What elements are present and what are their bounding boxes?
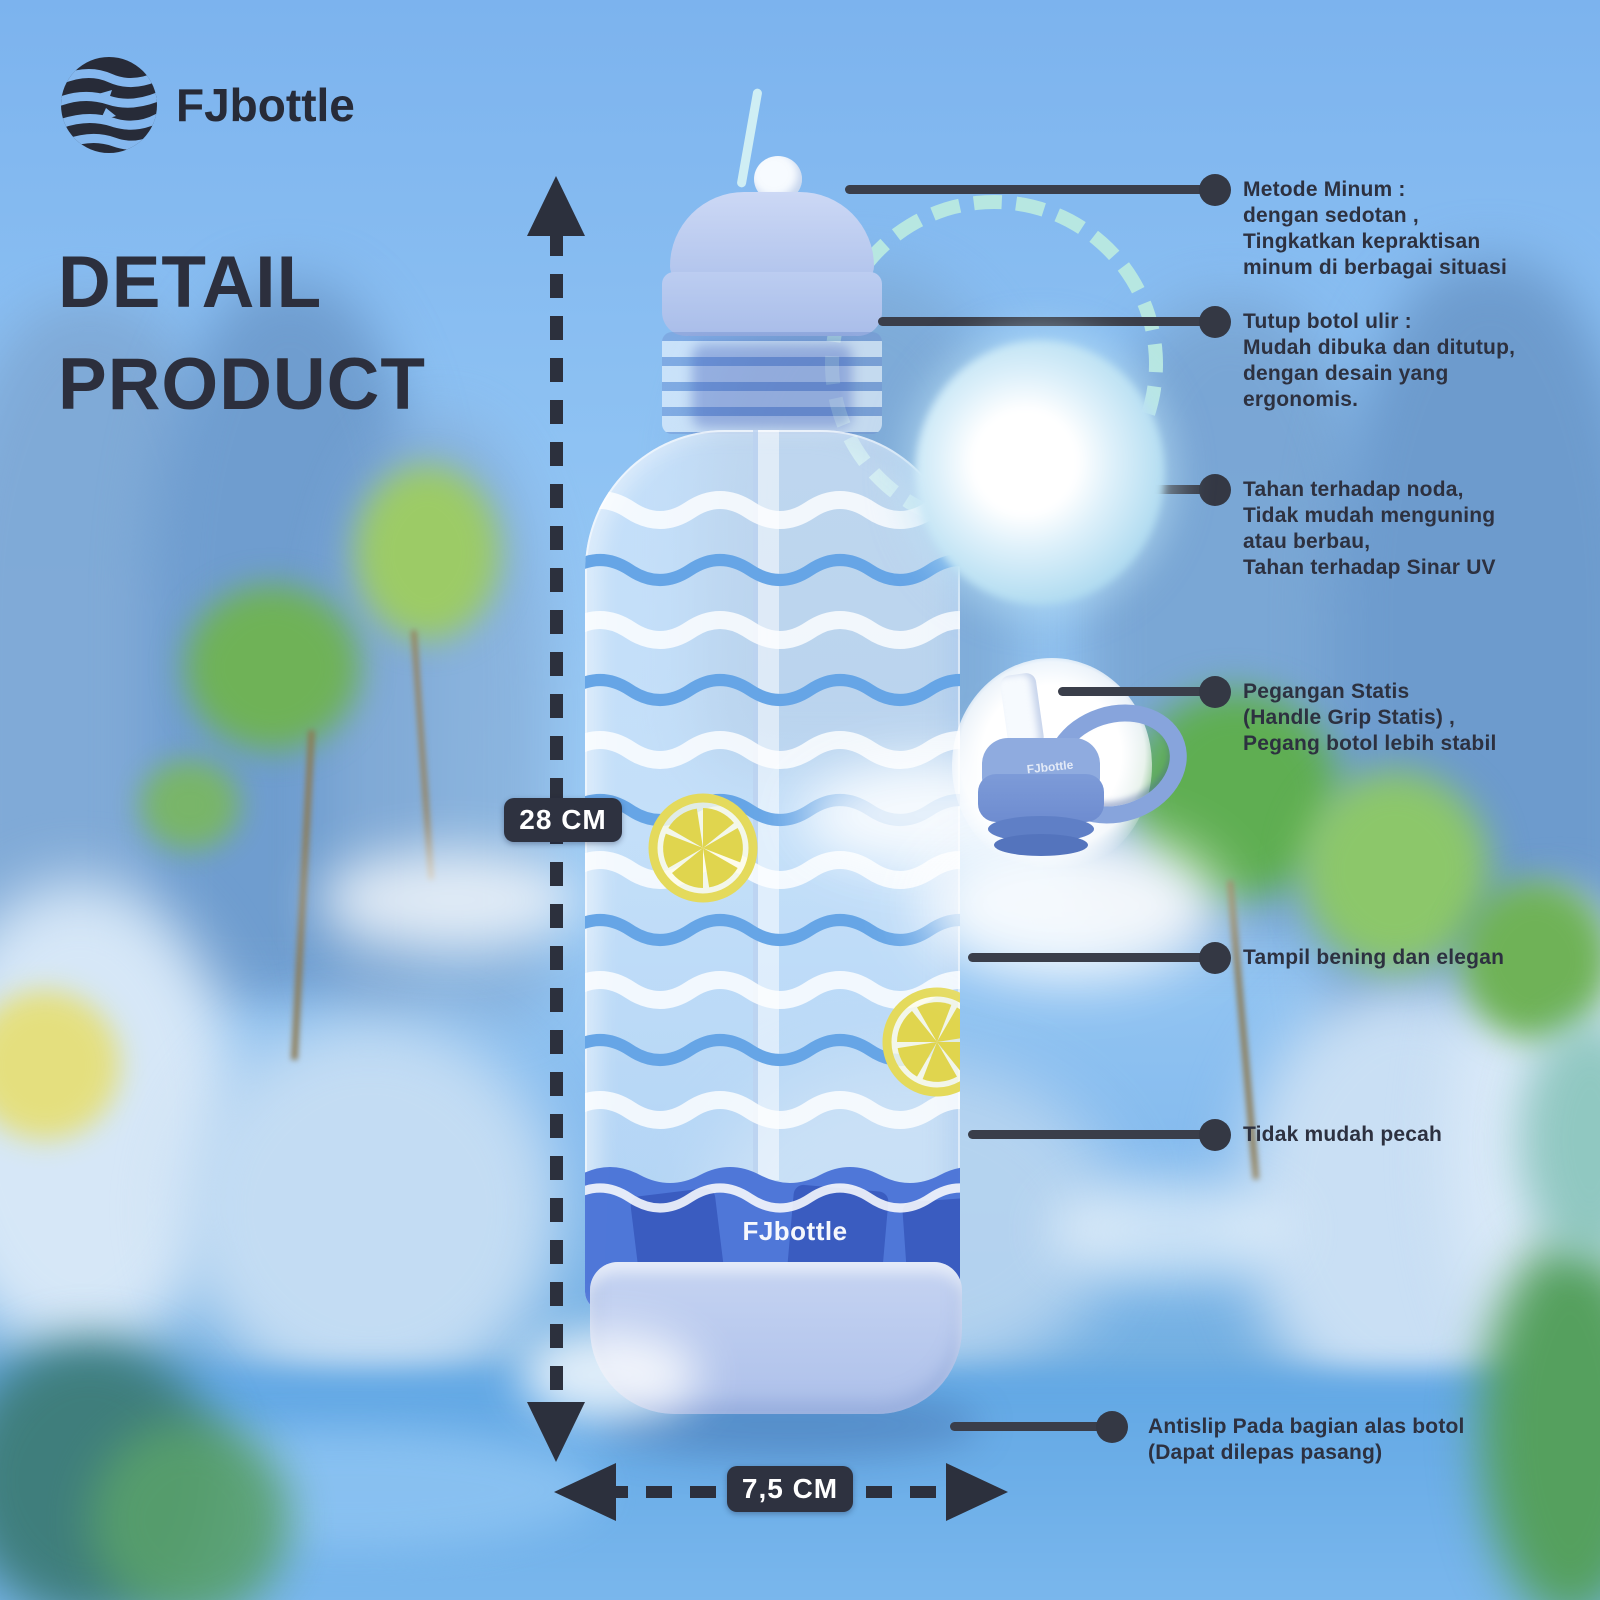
callout-text-antislip: Antislip Pada bagian alas botol (Dapat d…: [1148, 1415, 1465, 1464]
lemon-slice: [882, 987, 960, 1097]
lemon-slice: [648, 793, 758, 903]
background-tree: [355, 465, 500, 640]
callout-text-tahan-noda: Tahan terhadap noda, Tidak mudah menguni…: [1243, 478, 1496, 579]
bottle-cap-dome: [670, 192, 874, 284]
callout-text-pegangan-statis: Pegangan Statis (Handle Grip Statis) , P…: [1243, 680, 1497, 755]
callout-line: [950, 1422, 1112, 1431]
title-line-1: DETAIL: [58, 242, 323, 323]
background-tree: [1460, 880, 1600, 1040]
globe-icon: [61, 57, 157, 153]
inset-cap-body: [978, 774, 1104, 822]
background-cloud: [1050, 1180, 1290, 1280]
callout-line: [1132, 485, 1215, 494]
background-flowers: [0, 990, 120, 1140]
callout-line: [968, 1130, 1215, 1139]
brand-name: FJbottle: [176, 79, 355, 131]
callout-dot: [1199, 474, 1231, 506]
inset-cap-thread: [994, 834, 1088, 856]
callout-text-bening: Tampil bening dan elegan: [1243, 946, 1505, 969]
callout-text-metode-minum: Metode Minum : dengan sedotan , Tingkatk…: [1243, 178, 1508, 279]
bottle-pattern: [585, 430, 960, 1310]
callout-dot: [1096, 1411, 1128, 1443]
callout-dot: [1199, 676, 1231, 708]
callout-line: [878, 317, 1215, 326]
callout-dot: [1199, 306, 1231, 338]
brand-logo: FJbottle: [58, 54, 355, 156]
background-tree: [1300, 770, 1490, 970]
callout-line: [1058, 687, 1215, 696]
bottle-body: [585, 430, 960, 1310]
callout-text-tutup-botol: Tutup botol ulir : Mudah dibuka dan ditu…: [1243, 310, 1516, 411]
background-rock: [180, 1020, 560, 1400]
bottle-neck-liquid: [692, 344, 852, 428]
callout-line: [968, 953, 1215, 962]
background-tree: [185, 585, 360, 750]
background-tree: [140, 760, 240, 850]
callout-dot: [1199, 942, 1231, 974]
callout-text-tidak-pecah: Tidak mudah pecah: [1243, 1123, 1443, 1146]
page-title: DETAIL PRODUCT: [58, 232, 426, 436]
callout-line: [845, 185, 1215, 194]
arrowhead-up-icon: [527, 176, 585, 236]
bottle-neck: [662, 332, 882, 434]
height-badge: 28 CM: [504, 798, 622, 842]
background-bush: [90, 1420, 290, 1600]
callout-dot: [1199, 174, 1231, 206]
pompom-charm: [915, 340, 1165, 605]
background-cloud: [320, 850, 580, 950]
bottle-cap-skirt: [662, 272, 882, 336]
title-line-2: PRODUCT: [58, 344, 426, 426]
bottle-brand-label: FJbottle: [742, 1216, 848, 1246]
callout-dot: [1199, 1119, 1231, 1151]
width-badge: 7,5 CM: [727, 1466, 853, 1512]
